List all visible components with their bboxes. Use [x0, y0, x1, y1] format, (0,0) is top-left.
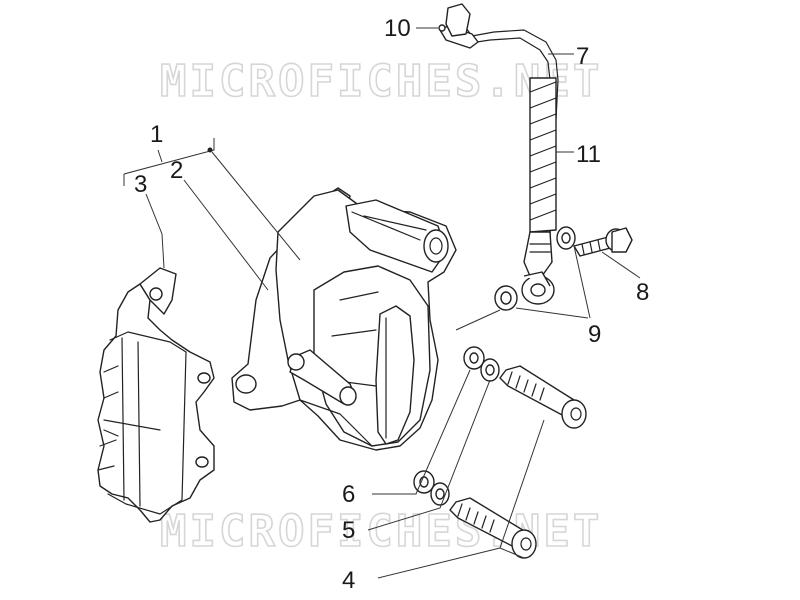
leader-lines	[123, 27, 641, 579]
callout-1: 1	[150, 121, 163, 148]
brake-hose	[451, 9, 559, 305]
brake-pad	[97, 267, 215, 523]
watermark-bottom: MICROFICHES.NET	[160, 506, 602, 557]
callout-3: 3	[134, 171, 147, 198]
callout-8: 8	[636, 279, 649, 306]
banjo-bolt	[573, 227, 633, 257]
callout-9: 9	[588, 321, 601, 348]
callout-11: 11	[576, 141, 601, 168]
brake-caliper	[231, 187, 457, 451]
hose-clip	[438, 3, 479, 49]
callout-5: 5	[342, 517, 355, 544]
caliper-bolt-upper	[499, 365, 587, 429]
callout-2: 2	[170, 157, 183, 184]
sealing-washers	[494, 226, 576, 311]
watermark-top: MICROFICHES.NET	[160, 56, 602, 107]
callout-10: 10	[384, 15, 411, 42]
caliper-bolt-lower	[449, 497, 537, 559]
callout-7: 7	[576, 43, 589, 70]
callout-6: 6	[342, 481, 355, 508]
callout-4: 4	[342, 567, 355, 594]
